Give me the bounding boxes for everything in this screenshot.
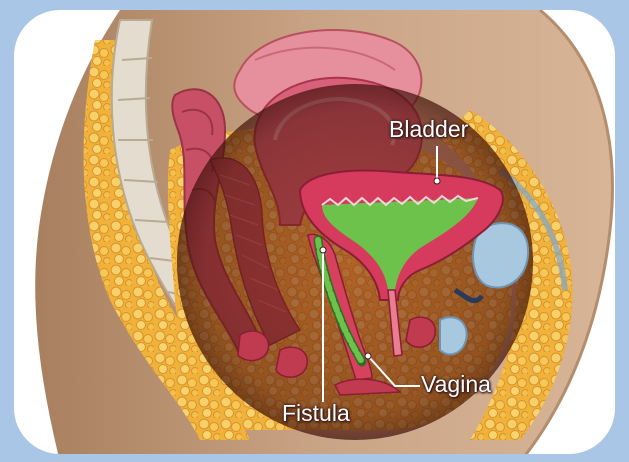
vagina-marker — [365, 353, 371, 359]
fistula-label: Fistula — [282, 402, 350, 425]
fistula-marker — [320, 247, 326, 253]
bladder-marker — [434, 178, 440, 184]
bladder-label: Bladder — [389, 118, 468, 141]
vagina-label: Vagina — [421, 373, 491, 396]
